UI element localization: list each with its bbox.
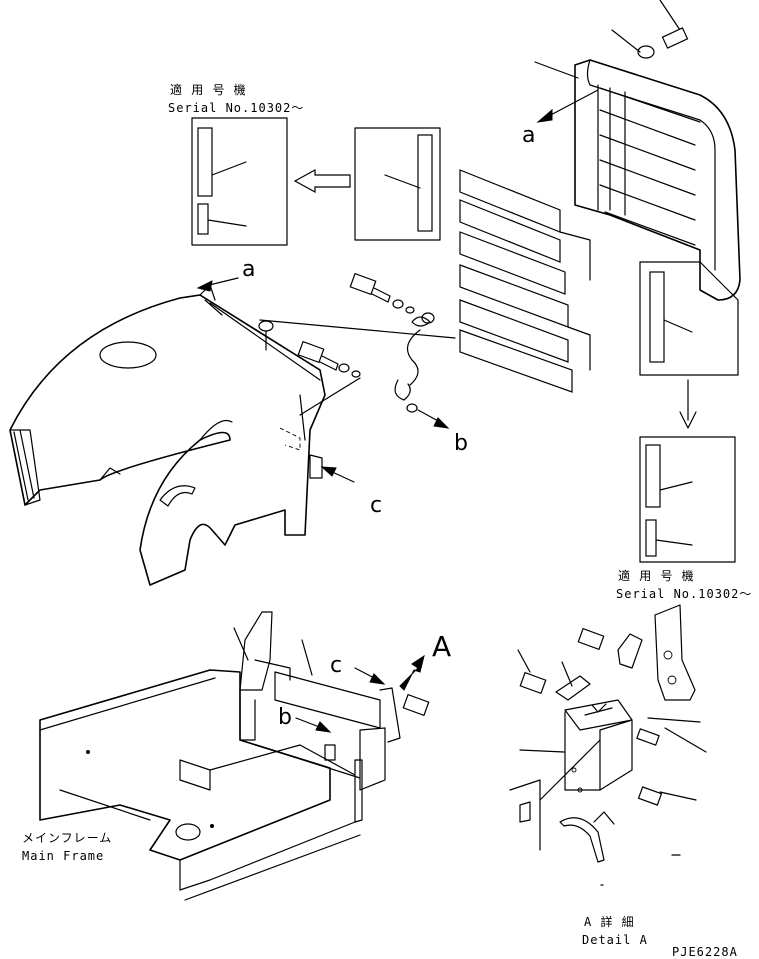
detail-label-jp: A 詳 細 <box>584 914 635 929</box>
ref-letter-b-bottom: b <box>278 705 292 730</box>
hood-hardware <box>297 272 450 483</box>
ref-letter-b-right: b <box>454 431 468 456</box>
ref-letter-a-top: a <box>522 123 535 148</box>
louver-slats <box>459 169 591 393</box>
grille-assembly <box>534 0 741 301</box>
ref-letter-c-right: c <box>370 493 382 518</box>
serial-label-en-top: Serial No.10302〜 <box>168 101 304 115</box>
ref-letter-c-bottom: c <box>330 653 342 678</box>
ref-letter-a-left: a <box>242 257 255 282</box>
engine-hood <box>9 277 456 586</box>
seal-callout-top-left: 適 用 号 機 Serial No.10302〜 <box>168 82 441 246</box>
seal-callout-right: 適 用 号 機 Serial No.10302〜 <box>616 261 752 601</box>
detail-letter-a: A <box>432 630 451 663</box>
main-frame <box>39 611 430 901</box>
drawing-code: PJE6228A <box>672 945 738 959</box>
serial-label-jp-top: 適 用 号 機 <box>170 82 247 97</box>
main-frame-label-jp: メインフレーム <box>22 831 112 845</box>
main-frame-label-en: Main Frame <box>22 849 104 863</box>
detail-a-view <box>509 604 707 886</box>
serial-label-jp-right: 適 用 号 機 <box>618 568 695 583</box>
serial-label-en-right: Serial No.10302〜 <box>616 587 752 601</box>
detail-label-en: Detail A <box>582 933 648 947</box>
